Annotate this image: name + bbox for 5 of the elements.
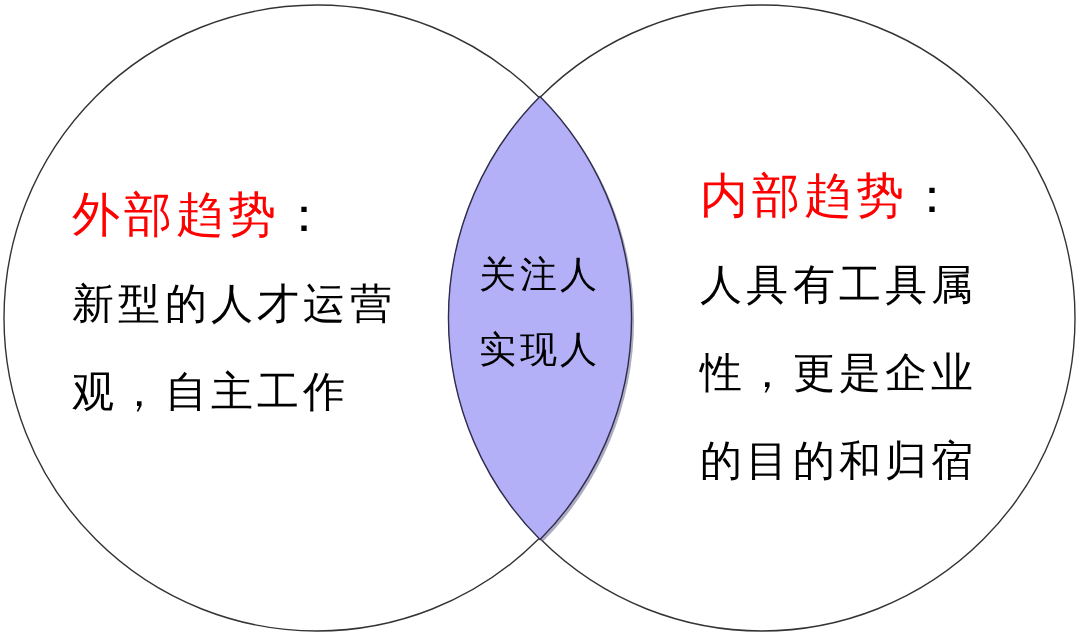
- heading-text: 内部趋势：: [700, 166, 960, 225]
- body-text: 人具有工具属性，更是企业的目的和归宿: [700, 259, 979, 487]
- heading-text: 外部趋势：: [72, 185, 332, 244]
- body-text: 新型的人才运营观，自主工作: [72, 278, 398, 418]
- overlap-label: 关注人实现人: [479, 252, 603, 373]
